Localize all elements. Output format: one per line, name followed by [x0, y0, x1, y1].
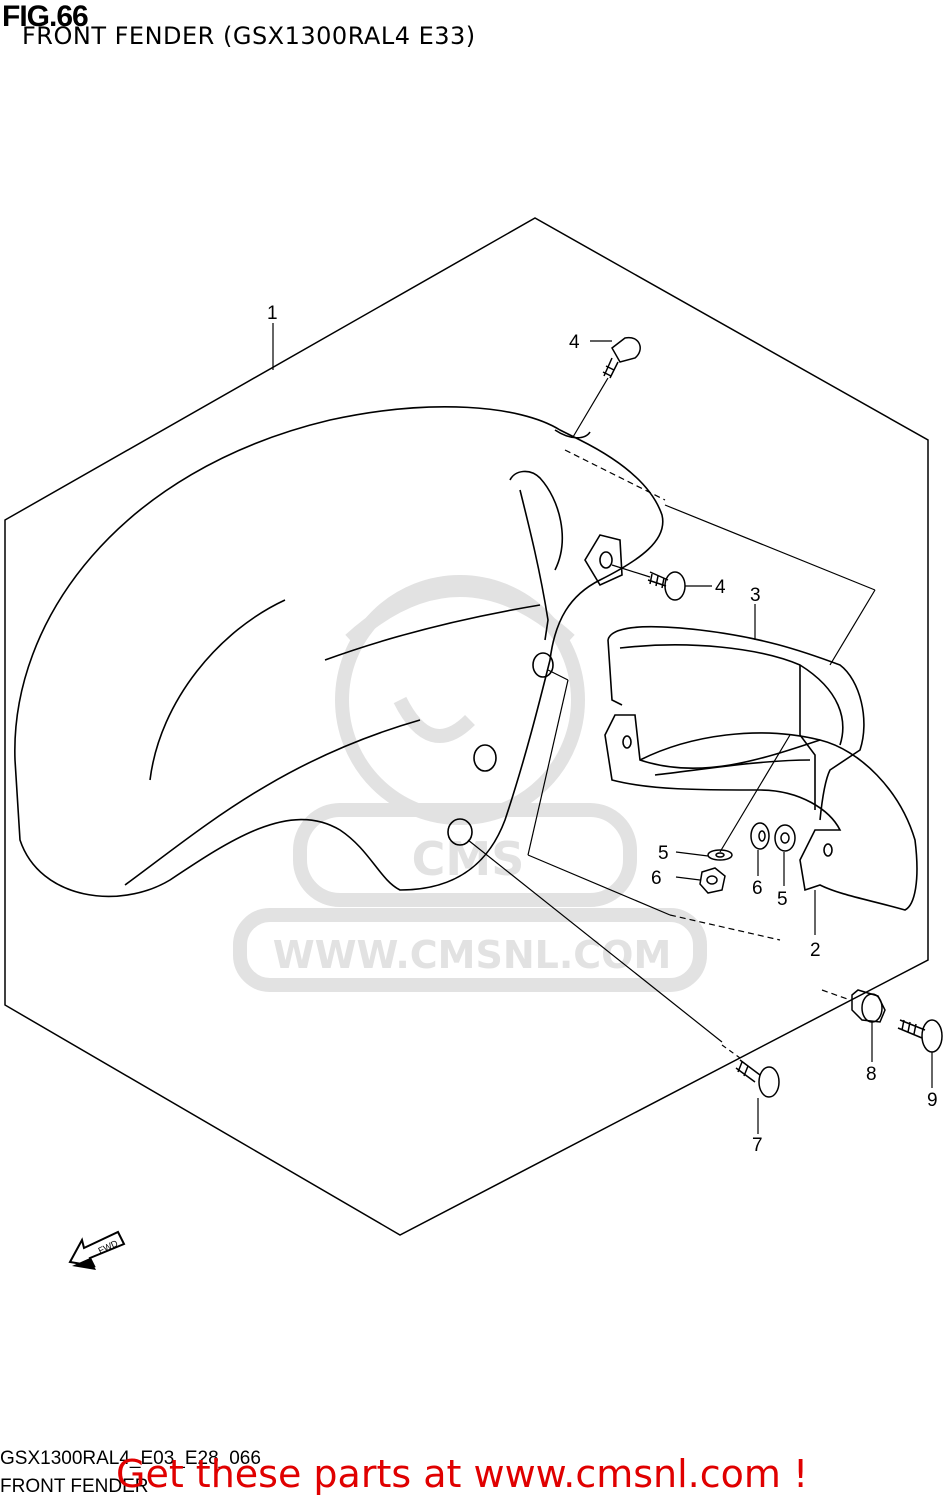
- figure-title: FRONT FENDER (GSX1300RAL4 E33): [22, 22, 476, 50]
- bracket-part: [607, 625, 865, 821]
- nut-6-left: [699, 867, 726, 894]
- forward-direction-arrow: FWD: [68, 1230, 126, 1270]
- assembly-outline: [4, 217, 929, 1236]
- bolt-9: [897, 1019, 943, 1053]
- callout-3: 3: [750, 585, 761, 606]
- bolt-7: [735, 1059, 780, 1098]
- callout-7: 7: [752, 1135, 763, 1156]
- grommet-8: [851, 989, 886, 1023]
- watermark-url: WWW.CMSNL.COM: [273, 933, 672, 977]
- diagram-code: GSX1300RAL4_E03_E28_066: [0, 1448, 261, 1469]
- promo-link[interactable]: Get these parts at www.cmsnl.com !: [116, 1452, 809, 1496]
- callout-4-side: 4: [715, 577, 726, 598]
- callout-1: 1: [267, 303, 278, 324]
- screw-4-top: [602, 336, 641, 379]
- callout-2: 2: [810, 940, 821, 961]
- leader-lines: [272, 323, 933, 1134]
- nut-6-right: [750, 822, 770, 850]
- front-fender-part: [14, 406, 664, 898]
- callout-6-left: 6: [651, 868, 662, 889]
- callout-6-right: 6: [752, 878, 763, 899]
- washer-5-left: [707, 849, 733, 861]
- callout-5-right: 5: [777, 889, 788, 910]
- callout-4-top: 4: [569, 332, 580, 353]
- callout-5-left: 5: [658, 843, 669, 864]
- callout-9: 9: [927, 1090, 938, 1111]
- screw-4-side: [647, 571, 686, 601]
- washer-5-right: [774, 824, 796, 852]
- watermark-logo: [233, 575, 707, 992]
- section-name: FRONT FENDER: [0, 1476, 149, 1497]
- figure-number: FIG.66: [2, 0, 89, 33]
- callout-8: 8: [866, 1064, 877, 1085]
